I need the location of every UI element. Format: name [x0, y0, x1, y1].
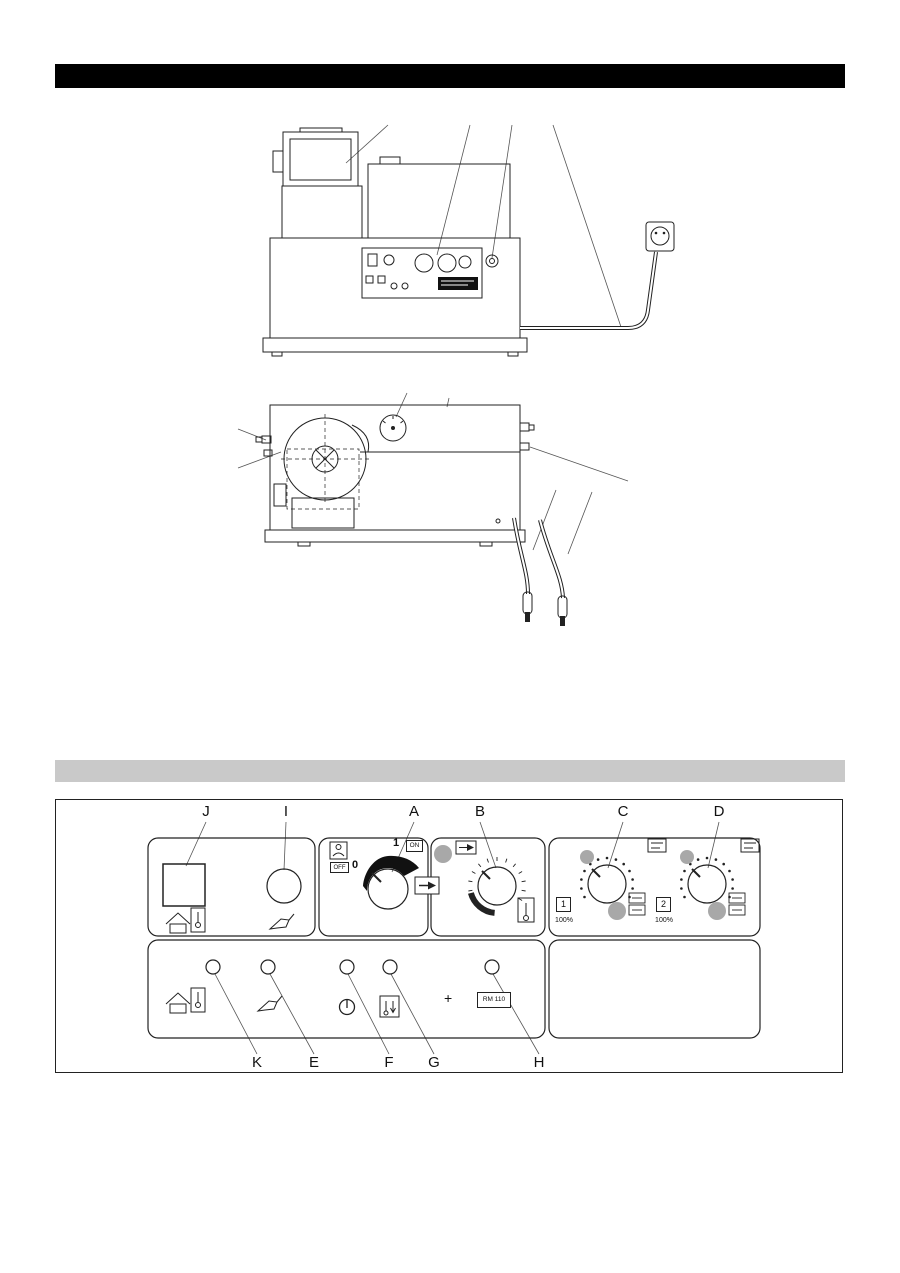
knob-i: [266, 868, 302, 904]
callout-letter-h: H: [533, 1054, 545, 1071]
foot-right: [507, 351, 519, 357]
gas-icon-2: [740, 838, 760, 853]
callout-letter-a: A: [408, 803, 419, 820]
mains-plug-icon: [645, 221, 675, 252]
rating-plate: [438, 277, 478, 290]
switch-off-label: OFF: [330, 862, 349, 873]
left-bracket: [273, 483, 287, 507]
welding-cables: [512, 517, 568, 626]
left-housing: [281, 185, 363, 239]
control-panel-frame: [55, 799, 843, 1073]
feed-arrow-icon: [455, 840, 477, 855]
switch-on-label: ON: [406, 840, 423, 852]
trim-pot-b: [434, 845, 452, 863]
cable-connector-2: [557, 595, 568, 619]
panel-group-jl: [147, 837, 316, 937]
rear-housing: [367, 163, 511, 239]
remote-control-label: RM 110: [477, 992, 511, 1008]
gauge: [379, 414, 407, 442]
knob-a-pointer: [371, 872, 382, 883]
internal-component-dashed: [286, 448, 360, 510]
range-2-label: 2: [656, 897, 671, 912]
side-base: [264, 529, 526, 543]
callout-letter-b: B: [474, 803, 485, 820]
knob-c: [587, 864, 627, 904]
switch-position-1-label: 1: [393, 837, 400, 849]
front-connector: [485, 254, 499, 268]
knob-b-pointer: [481, 870, 491, 880]
indicator-lamp-g: [382, 959, 398, 975]
callout-letter-i: I: [283, 803, 289, 820]
duty-cycle-1-label: 100%: [555, 917, 573, 924]
power-icon: [338, 998, 356, 1016]
torch-icon-2: [256, 995, 283, 1012]
overtemp-icon: [379, 995, 400, 1018]
machine-base: [262, 337, 528, 353]
indicator-lamp-h: [484, 959, 500, 975]
mains-cable: [520, 251, 658, 330]
side-connectors: [255, 422, 535, 457]
knob-d-pointer: [691, 868, 701, 878]
gas-icon-1: [647, 838, 667, 853]
front-control-strip: [361, 247, 499, 299]
display-unit: [272, 127, 359, 187]
side-foot-right: [479, 541, 493, 547]
button-j: [162, 863, 206, 907]
knob-c-pointer: [591, 868, 601, 878]
trim-pot-c-bottom: [608, 902, 626, 920]
vent-slot: [379, 156, 401, 165]
wire-feed-arrow-icon: [414, 876, 440, 895]
machine-side-view: [237, 392, 629, 626]
operator-icon: [329, 841, 348, 860]
panel-group-indicators: [147, 939, 546, 1039]
panel-group-blank: [548, 939, 761, 1039]
callout-letter-g: G: [428, 1054, 440, 1071]
thermometer-icon: [517, 897, 535, 923]
fan: [281, 414, 370, 504]
header-bar-black: [55, 64, 845, 88]
side-body: [269, 404, 521, 531]
callout-letter-k: K: [251, 1054, 262, 1071]
range-1-label: 1: [556, 897, 571, 912]
side-foot-left: [297, 541, 311, 547]
mini-icon-boxes: [628, 892, 746, 916]
knob-a: [367, 868, 409, 910]
plus-sign-label: +: [444, 990, 453, 1006]
callout-letter-c: C: [617, 803, 629, 820]
callout-letter-d: D: [713, 803, 725, 820]
panel-group-a: [318, 837, 429, 937]
dial-b-black-arc: [468, 892, 496, 916]
panel-leader-lines: [185, 821, 720, 1055]
knob-d: [687, 864, 727, 904]
panel-group-cd: [548, 837, 761, 937]
indicator-lamp-e: [260, 959, 276, 975]
machine-front-view: [262, 124, 675, 357]
duty-cycle-2-label: 100%: [655, 917, 673, 924]
cable-connector-1: [522, 591, 533, 615]
house-thermometer-icon: [165, 907, 206, 934]
front-view-leader-lines: [345, 124, 622, 328]
torch-icon: [268, 913, 295, 930]
indicator-lamp-k: [205, 959, 221, 975]
switch-position-0-label: 0: [352, 859, 359, 871]
callout-letter-j: J: [202, 803, 210, 820]
foot-left: [271, 351, 283, 357]
control-panel-figure: [147, 821, 761, 1055]
house-thermometer-icon-2: [165, 987, 206, 1014]
callout-letter-f: F: [384, 1054, 394, 1071]
trim-pot-d-bottom: [708, 902, 726, 920]
dial-d-dots: [680, 856, 734, 899]
trim-pot-d-top: [680, 850, 694, 864]
internal-lower-box: [291, 497, 355, 529]
knob-b: [477, 866, 517, 906]
callout-letter-e: E: [308, 1054, 319, 1071]
section-bar-gray: [55, 760, 845, 782]
indicator-lamp-f: [339, 959, 355, 975]
trim-pot-c-top: [580, 850, 594, 864]
side-view-leader-lines: [237, 392, 629, 555]
dial-b-ticks: [468, 857, 526, 901]
switch-wedge: [363, 855, 419, 891]
